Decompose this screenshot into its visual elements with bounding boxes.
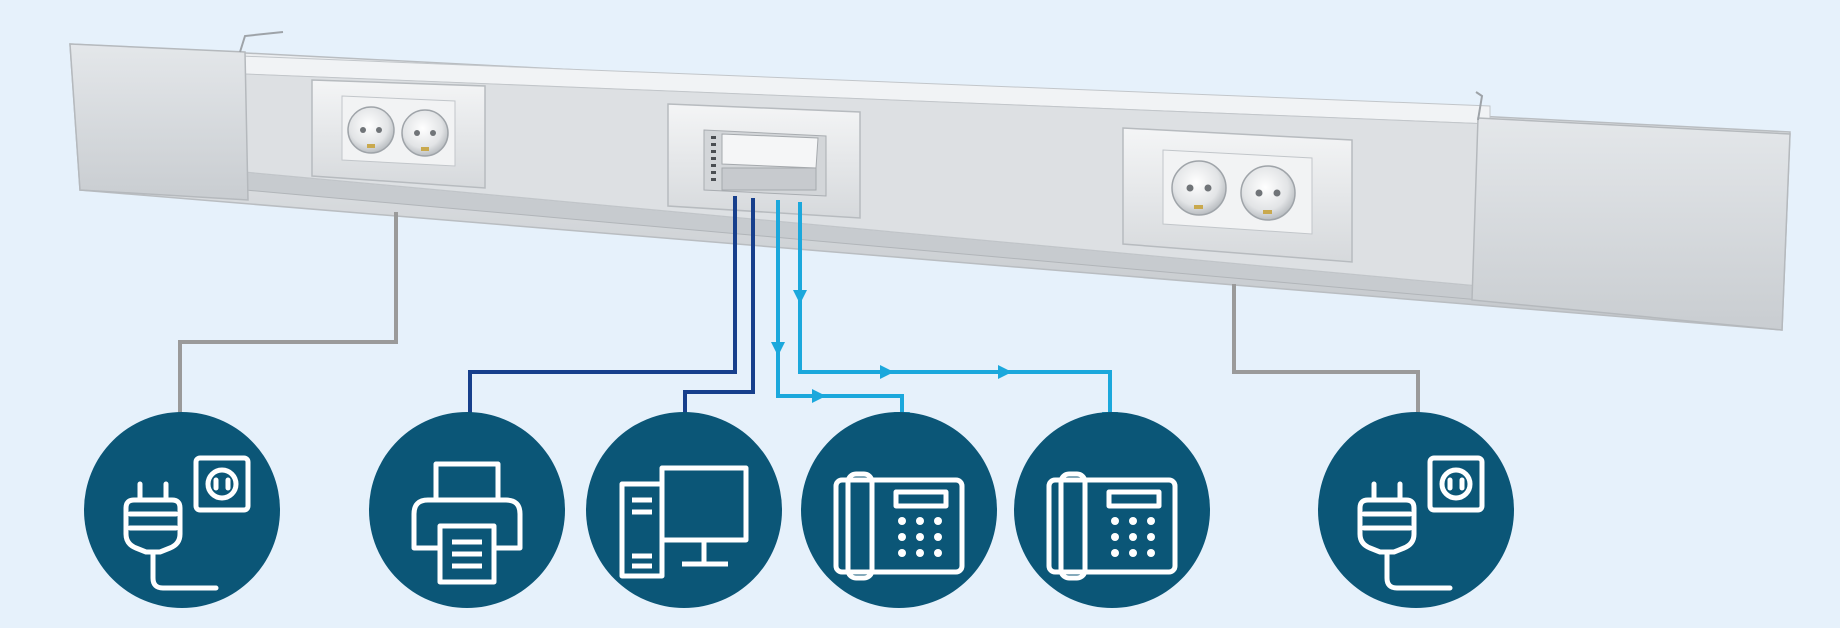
double-socket-module-left: [311, 79, 486, 189]
data-patch-module: [667, 103, 861, 219]
cable-duct-left-end-cap: [69, 43, 249, 201]
data-patch-ports: [711, 136, 716, 181]
desk-phone-keypad: [1111, 517, 1155, 557]
power-line-right: [1232, 284, 1420, 430]
device-power-right: [1318, 412, 1514, 608]
phone-line-arrows: [771, 290, 1118, 428]
socket-right-2: [1240, 165, 1296, 221]
socket-right-1: [1171, 160, 1227, 216]
arrow-down-1: [771, 342, 785, 356]
data-patch-cover: [721, 133, 819, 169]
power-plug-socket-icon: [123, 455, 251, 591]
device-phone-2: [1014, 412, 1210, 608]
printer-icon: [411, 461, 523, 585]
phone-line-2: [798, 202, 1112, 428]
device-computer: [586, 412, 782, 608]
cable-duct-right-clip: [1475, 91, 1484, 121]
socket-left-2: [401, 109, 449, 157]
cable-duct: [69, 31, 1791, 331]
cable-duct-right-end-cap: [1471, 117, 1791, 331]
device-phone-1: [801, 412, 997, 608]
computer-icon: [619, 465, 749, 579]
arrow-right-3: [998, 365, 1012, 379]
power-line-left: [178, 212, 398, 430]
arrow-down-2: [793, 290, 807, 304]
double-socket-module-right: [1122, 127, 1353, 263]
device-power-left: [84, 412, 280, 608]
device-printer: [369, 412, 565, 608]
desk-phone-keypad: [898, 517, 942, 557]
power-plug-socket-icon: [1357, 455, 1485, 591]
desk-phone-icon: [1046, 471, 1178, 581]
data-line-computer: [683, 198, 755, 430]
desk-phone-icon: [833, 471, 965, 581]
arrow-right-1: [812, 389, 826, 403]
cable-duct-left-clip: [239, 31, 284, 53]
socket-left-1: [347, 106, 395, 154]
arrow-right-2: [880, 365, 894, 379]
data-line-printer: [468, 196, 737, 430]
